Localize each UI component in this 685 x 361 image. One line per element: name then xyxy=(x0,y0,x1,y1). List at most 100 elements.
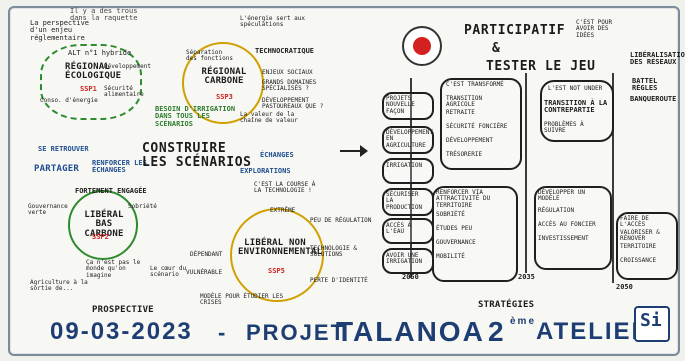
non-env-code: SSP5 xyxy=(268,267,285,275)
footer-title-main: TALANOA xyxy=(336,316,485,347)
regional-bullet: Développement xyxy=(104,63,151,70)
footer: 09-03-2023 - PROJET TALANOA 2 ème ATELIE… xyxy=(50,316,649,352)
bubble-regional-ecological xyxy=(40,44,142,120)
note-top-left: La perspective d'un enjeu réglementaire xyxy=(30,19,90,42)
rail-left xyxy=(410,78,412,278)
non-env-note: TECHNOLOGIE & SOLUTIONS xyxy=(310,245,357,259)
bubble-liberal-bas-carbone xyxy=(68,190,138,260)
label-partager: PARTAGER xyxy=(34,164,79,174)
non-env-note: PEU DE RÉGULATION xyxy=(310,217,372,224)
bottom-right-note: FAIRE DE L'ACCÈS xyxy=(620,215,649,229)
liberal-note: Gouvernance verte xyxy=(28,203,68,217)
footer-title-number: 2 xyxy=(488,316,506,347)
bottom-right-note: VALORISER & RÉNOVER xyxy=(620,229,660,243)
node-label: SÉCURITÉ FONCIÈRE xyxy=(446,123,508,130)
carbone-left-note: Séparation des fonctions xyxy=(186,49,233,63)
bottom-note: RENFORCER VIA ATTRACTIVITÉ DU TERRITOIRE xyxy=(436,189,491,209)
footer-title-right: ATELIER xyxy=(536,318,651,345)
node-label: DÉVELOPPEMENT EN AGRICULTURE xyxy=(386,129,433,149)
footer-title-sup: ème xyxy=(510,316,537,327)
bottom-right-note: ACCÈS AU FONCIER xyxy=(538,221,596,228)
right-col-note: BATTEL RÈGLES xyxy=(632,77,658,93)
bottom-right-note: RÉGULATION xyxy=(538,207,575,214)
non-env-note: PERTE D'IDENTITÉ xyxy=(310,277,368,284)
node-group-middle xyxy=(440,78,522,170)
node-group-right xyxy=(540,80,614,142)
quote-coeur: Le cœur du scénario xyxy=(150,265,187,279)
non-env-note: VULNÉRABLE xyxy=(186,269,223,276)
label-renforcer: RENFORCER LES ÉCHANGES xyxy=(92,159,147,175)
node-label: TRANSITION AGRICOLE xyxy=(446,95,483,109)
node-label: AVOIR UNE IRRIGATION xyxy=(386,252,423,266)
footer-dash: - xyxy=(218,320,228,345)
carbone-right-note: TECHNOCRATIQUE xyxy=(255,47,315,55)
node-label: SÉCURISER LA PRODUCTION xyxy=(386,191,423,211)
node xyxy=(382,92,434,120)
liberal-side: FORTEMENT ENGAGÉE xyxy=(75,187,147,195)
carbone-topic: DÉVELOPPEMENT PASTOUREAUX QUE ? xyxy=(262,97,324,111)
node xyxy=(382,248,434,274)
node-label: ACCÈS À L'EAU xyxy=(386,222,412,236)
bubble-regional-carbone xyxy=(182,42,264,124)
bubble-liberal-non-env xyxy=(230,208,324,302)
liberal-note: Agriculture à la sortie de... xyxy=(30,279,88,293)
regional-alt: ALT n°1 hybride xyxy=(68,49,132,57)
logo: Si xyxy=(634,306,670,342)
target-icon xyxy=(402,26,442,66)
bottom-note: SOBRIÉTÉ xyxy=(436,211,465,218)
note-top-right: C'EST POUR AVOIR DES IDÉES xyxy=(576,19,613,39)
date-label: 2035 xyxy=(518,273,535,281)
regional-bullet: Sécurité alimentaire xyxy=(104,85,144,99)
node-group-bottom-middle xyxy=(534,186,612,270)
label-explorations: EXPLORATIONS xyxy=(240,167,291,175)
label-echanges: ÉCHANGES xyxy=(260,151,294,159)
node-label: RETRAITE xyxy=(446,109,475,116)
label-strategies: STRATÉGIES xyxy=(478,300,535,310)
footer-date: 09-03-2023 xyxy=(50,318,193,345)
node xyxy=(382,158,434,184)
node-label: L'EST NOT UNDER xyxy=(548,85,603,92)
right-col-note: LIBÉRALISATION DES RÉSEAUX xyxy=(630,51,685,67)
node xyxy=(382,188,434,216)
rail-middle xyxy=(525,73,527,273)
bottom-right-note: CROISSANCE xyxy=(620,257,657,264)
title-participatif: PARTICIPATIF xyxy=(464,23,566,38)
bottom-note: ÉTUDES PEU xyxy=(436,225,473,232)
label-construire-scenarios: CONSTRUIRE LES SCÉNARIOS xyxy=(142,141,252,170)
label-se-retrouver: SE RETROUVER xyxy=(38,145,89,153)
rail-right xyxy=(612,73,614,283)
non-env-note: DÉPENDANT xyxy=(190,251,223,258)
regional-bullet: Conso. d'énergie xyxy=(40,97,98,104)
quote-energy: L'énergie sert aux spéculations xyxy=(240,15,306,29)
quote-top: Il y a des trous dans la raquette xyxy=(70,7,138,23)
right-col-note: BANQUEROUTE xyxy=(630,95,677,103)
non-env-title: LIBÉRAL NON ENVIRONNEMENTAL xyxy=(238,238,323,258)
liberal-note: Sobriété xyxy=(128,203,157,210)
non-env-note: EXTRÊME xyxy=(270,207,296,214)
footer-title-left: PROJET xyxy=(246,320,347,345)
title-tester-le-jeu: TESTER LE JEU xyxy=(486,59,596,74)
arrow-right-icon xyxy=(340,145,368,157)
node-label: PROJETS NOUVELLE FAÇON xyxy=(386,95,415,115)
node xyxy=(382,126,434,154)
quote-techno: C'EST LA COURSE À LA TECHNOLOGIE ! xyxy=(254,181,316,195)
node-label: TRANSITION À LA CONTREPARTIE xyxy=(544,99,608,115)
carbone-topic: GRANDS DOMAINES SPÉCIALISÉS ? xyxy=(262,79,317,93)
liberal-title: LIBÉRAL BAS CARBONE xyxy=(84,210,124,239)
logo-text: Si xyxy=(640,310,662,331)
carbone-topic: ENJEUX SOCIAUX xyxy=(262,69,313,76)
date-label: 2050 xyxy=(616,283,633,291)
node-label: C'EST TRANSFORMÉ xyxy=(446,81,504,88)
label-prospective: PROSPECTIVE xyxy=(92,305,154,315)
bottom-note: GOUVERNANCE xyxy=(436,239,476,246)
date-label: 2050 xyxy=(402,273,419,281)
regional-title: RÉGIONAL ÉCOLOGIQUE xyxy=(65,62,122,82)
carbone-title: RÉGIONAL CARBONE xyxy=(201,67,247,87)
besoin-irrigation: BESOIN D'IRRIGATION DANS TOUS LES SCÉNAR… xyxy=(155,105,236,128)
bottom-right-note: DÉVELOPPER UN MODÈLE xyxy=(538,189,585,203)
node-label: PROBLÈMES À SUIVRE xyxy=(544,121,584,135)
node-label: IRRIGATION xyxy=(386,162,423,169)
bottom-right-note: INVESTISSEMENT xyxy=(538,235,589,242)
bottom-note: MOBILITÉ xyxy=(436,253,465,260)
carbone-code: SSP3 xyxy=(216,93,233,101)
